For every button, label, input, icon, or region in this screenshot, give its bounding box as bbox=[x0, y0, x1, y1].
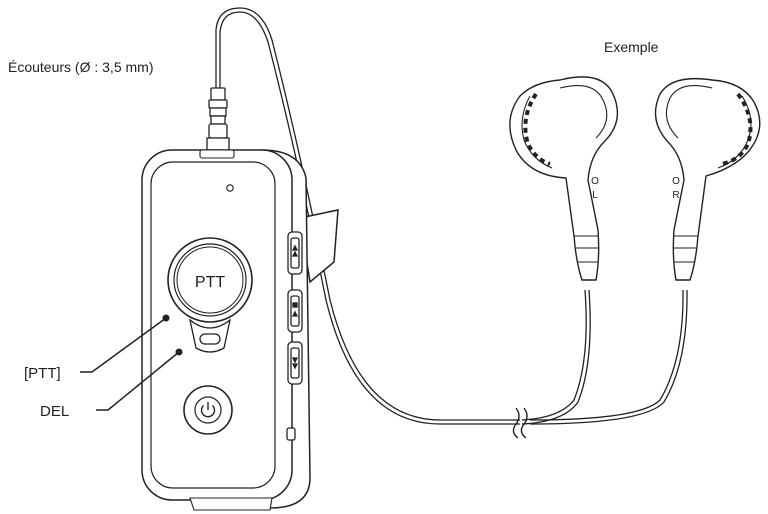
side-buttons bbox=[286, 231, 303, 441]
right-earbud-grille bbox=[721, 92, 753, 166]
left-earbud bbox=[509, 76, 619, 281]
left-earbud-mark-o: O bbox=[591, 176, 599, 187]
right-earbud bbox=[654, 77, 761, 281]
volume-up-button bbox=[287, 231, 303, 275]
callout-lines bbox=[80, 317, 180, 411]
example-label: Exemple bbox=[604, 39, 659, 55]
mic-hole bbox=[226, 184, 234, 192]
left-earbud-mark-l: L bbox=[592, 190, 598, 201]
earphone-plug bbox=[206, 87, 230, 151]
ptt-button: PTT bbox=[167, 237, 253, 323]
menu-button bbox=[287, 289, 303, 333]
earphones-label: Écouteurs (Ø : 3,5 mm) bbox=[8, 59, 153, 75]
ptt-callout-label: [PTT] bbox=[24, 365, 61, 382]
right-earbud-mark-o: O bbox=[672, 176, 680, 187]
radio-device bbox=[141, 149, 339, 511]
right-earbud-mark-r: R bbox=[672, 190, 679, 201]
ptt-tab bbox=[188, 318, 232, 353]
earphone-cable bbox=[215, 7, 688, 439]
left-earbud-grille bbox=[523, 92, 551, 166]
side-switch bbox=[286, 427, 296, 441]
power-button bbox=[183, 385, 233, 435]
volume-down-button bbox=[287, 341, 303, 385]
ptt-button-label: PTT bbox=[195, 274, 225, 291]
led-callout-label: DEL bbox=[40, 403, 69, 420]
power-icon bbox=[200, 402, 216, 418]
